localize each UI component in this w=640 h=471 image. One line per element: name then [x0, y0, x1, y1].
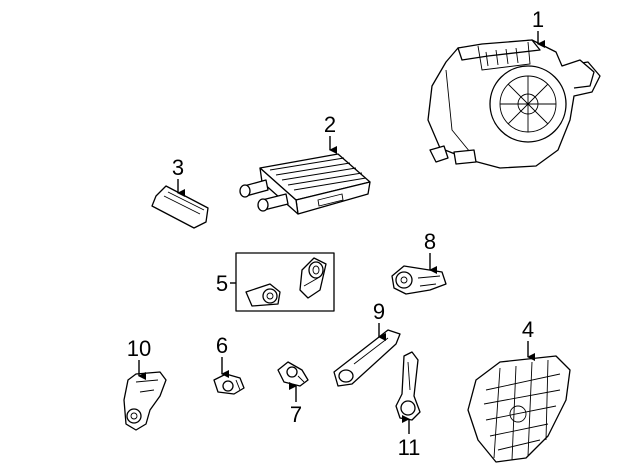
part-7-clip	[277, 361, 309, 387]
callout-6: 6	[216, 333, 228, 358]
part-9-lever-arm	[333, 329, 401, 387]
callout-4: 4	[522, 317, 534, 342]
callout-8: 8	[424, 229, 436, 254]
callout-9: 9	[373, 299, 385, 324]
part-10-mount-plate	[123, 371, 167, 431]
callout-5: 5	[216, 271, 228, 296]
part-3-bracket	[151, 185, 209, 229]
callout-11: 11	[398, 435, 421, 460]
part-11-vertical-arm	[395, 351, 421, 421]
callout-7: 7	[290, 402, 302, 427]
part-5-piece-a	[245, 283, 281, 307]
part-8-actuator	[391, 265, 447, 295]
part-2-heater-core	[239, 153, 371, 215]
part-1-blower-housing	[427, 39, 601, 169]
part-5-piece-b	[299, 257, 327, 299]
callout-2: 2	[324, 112, 336, 137]
part-5-kit-box	[235, 252, 335, 312]
part-6-connector	[213, 373, 245, 395]
callout-3: 3	[172, 155, 184, 180]
part-4-grille	[467, 355, 571, 463]
callout-1: 1	[532, 7, 544, 32]
callout-10: 10	[127, 336, 151, 361]
